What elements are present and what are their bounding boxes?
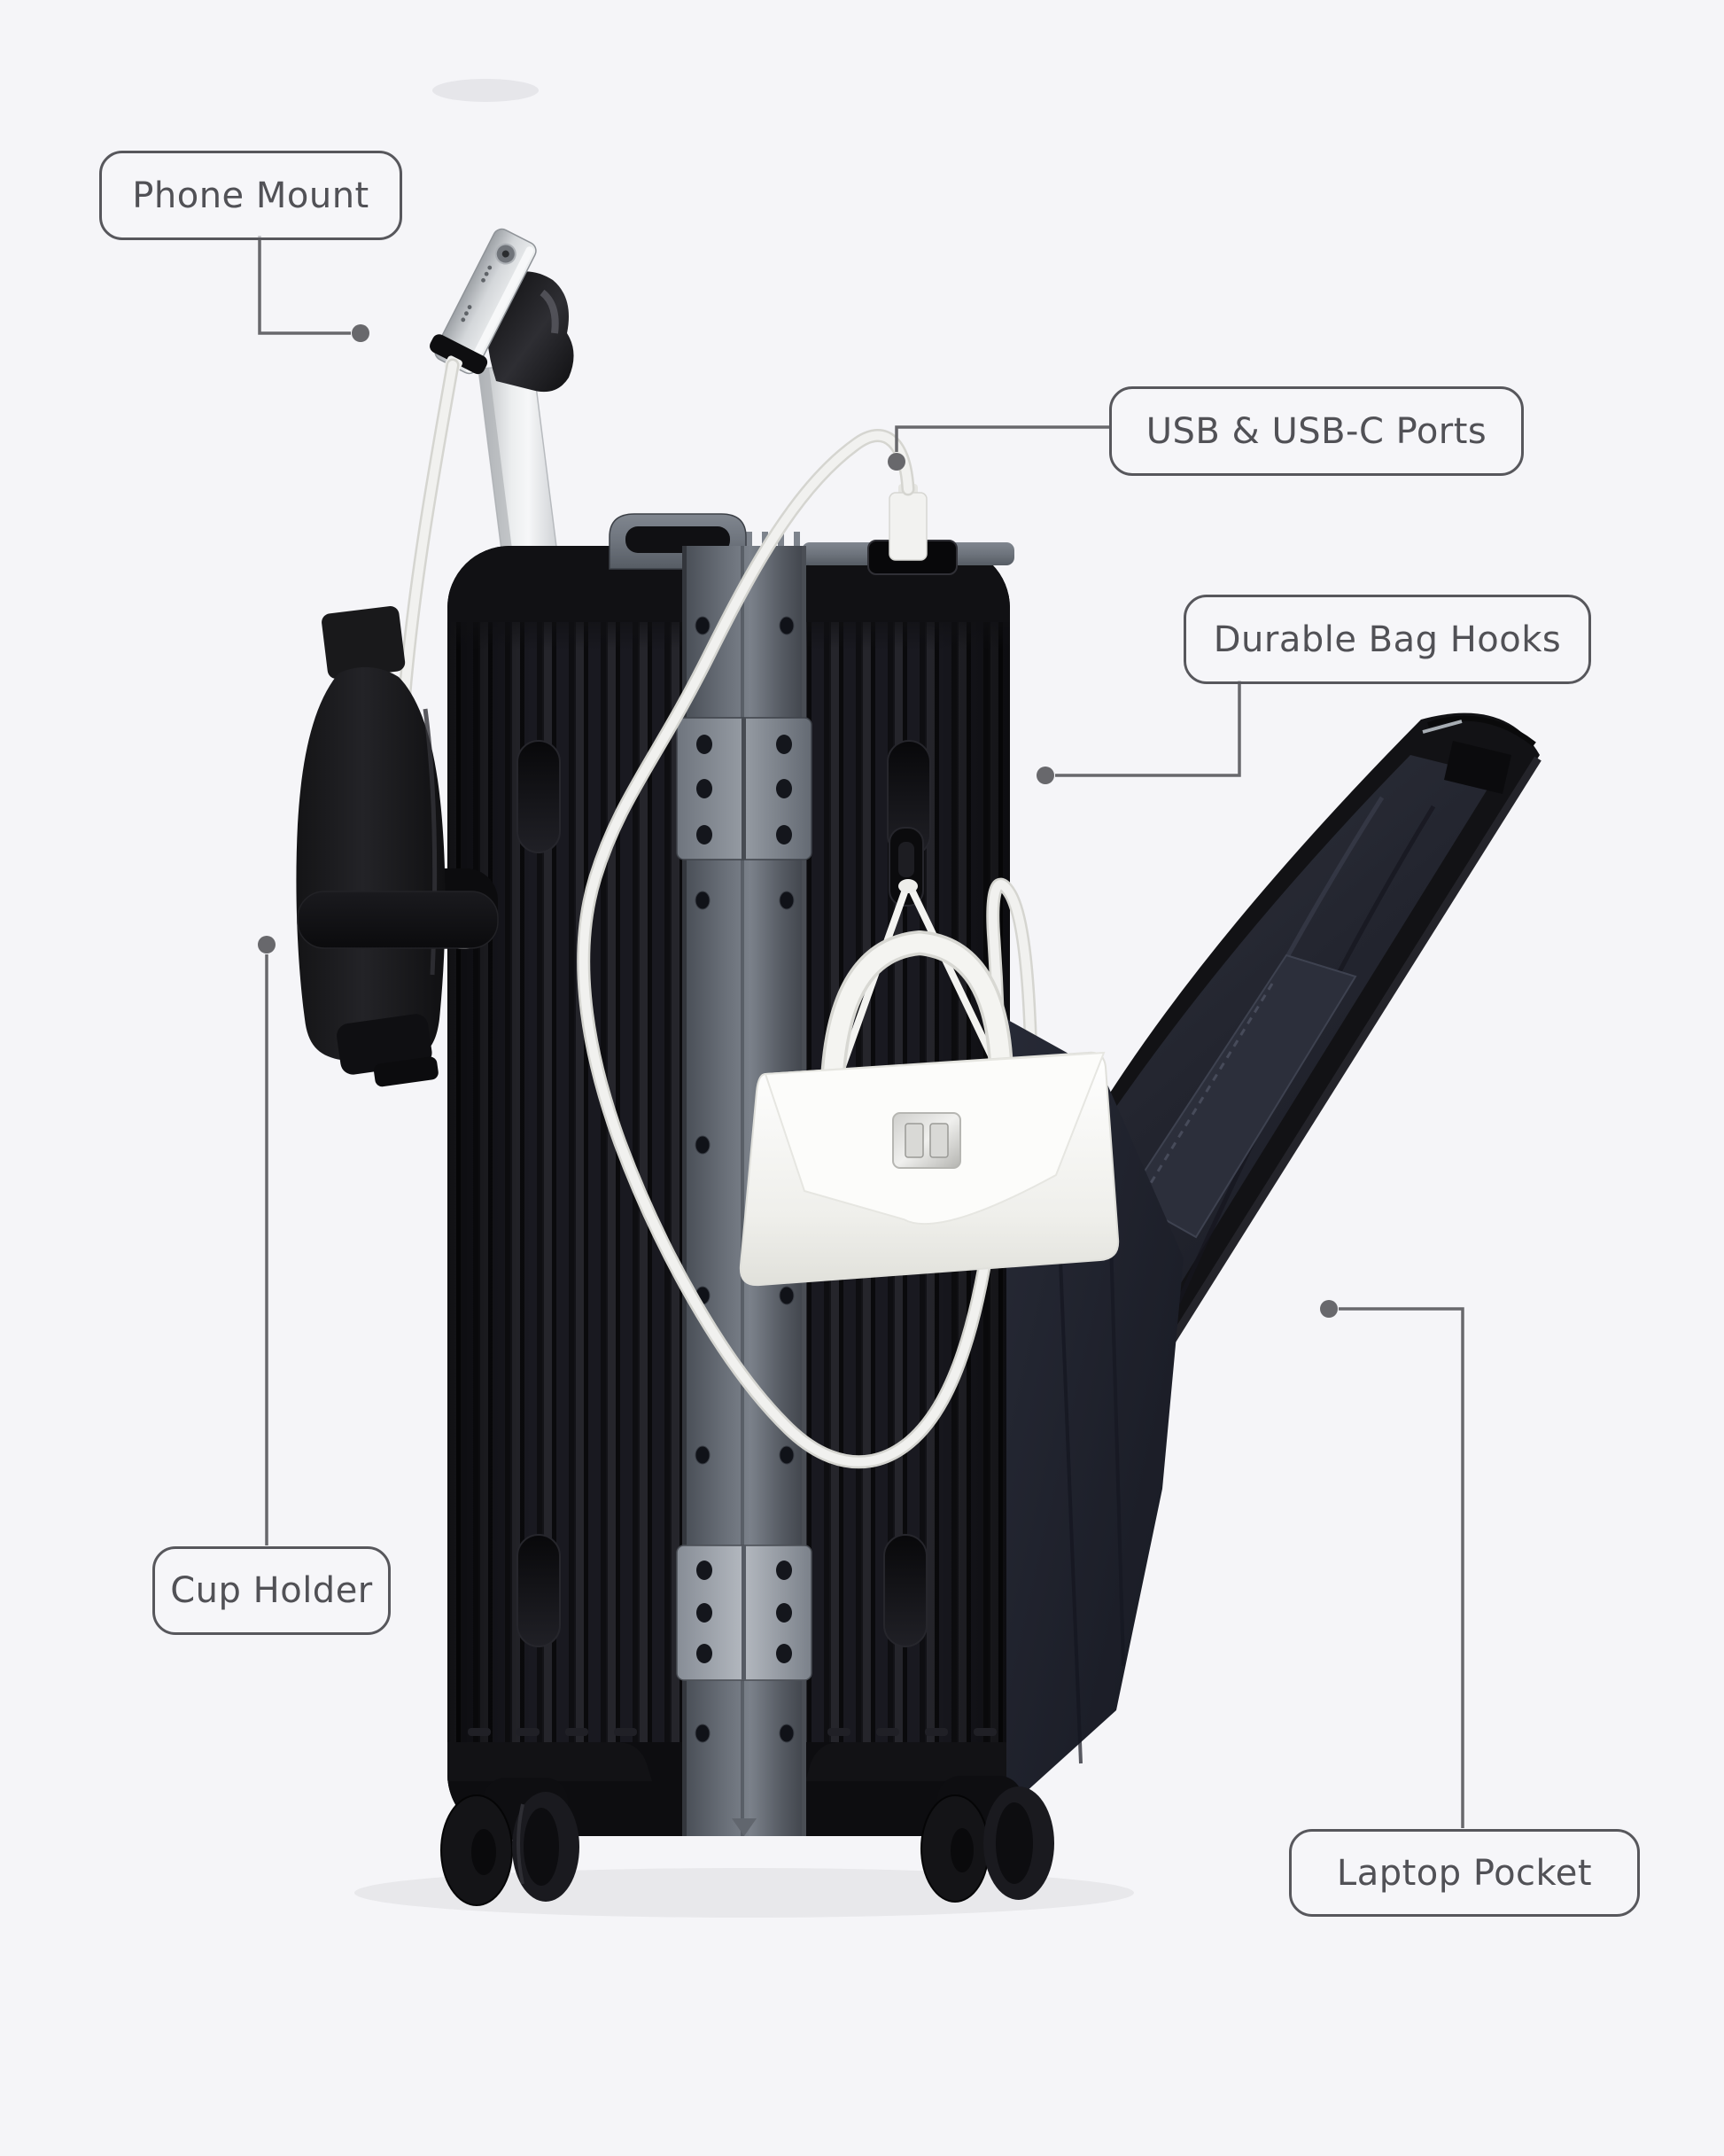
connector-usb-ports	[895, 425, 1109, 452]
callout-label: Durable Bag Hooks	[1213, 619, 1562, 660]
handbag-clasp	[892, 1112, 961, 1169]
callout-usb-ports: USB & USB-C Ports	[1109, 386, 1524, 476]
connector-dot	[352, 324, 369, 342]
charging-cable	[577, 429, 1038, 1469]
connector-dot	[888, 453, 905, 471]
callout-laptop-pocket: Laptop Pocket	[1289, 1829, 1640, 1917]
frame-hinge-upper	[676, 717, 812, 860]
connector-laptop-pocket	[1339, 1307, 1464, 1828]
callout-label: Phone Mount	[132, 175, 369, 216]
connector-bag-hooks	[1055, 681, 1241, 777]
handbag-straps	[836, 888, 1001, 1076]
connector-dot	[1320, 1300, 1338, 1318]
spinner-wheels	[440, 1776, 1054, 1906]
callout-connectors	[258, 236, 1464, 1828]
frame-hinge-lower	[676, 1545, 812, 1681]
callout-cup-holder: Cup Holder	[152, 1546, 391, 1635]
laptop-sleeve	[1125, 953, 1357, 1239]
callout-label: USB & USB-C Ports	[1145, 410, 1487, 452]
connector-dots	[258, 324, 1338, 1318]
connector-phone-mount	[258, 236, 351, 335]
lid-latch	[1422, 715, 1536, 794]
handbag	[739, 879, 1120, 1287]
shell-oval-recesses	[516, 740, 931, 1647]
callout-label: Cup Holder	[170, 1570, 373, 1611]
callout-label: Laptop Pocket	[1336, 1852, 1593, 1894]
cup-holder-ring	[297, 891, 499, 1087]
water-bottle	[296, 606, 446, 1062]
callout-phone-mount: Phone Mount	[99, 151, 402, 240]
connector-dot	[258, 936, 276, 953]
callout-bag-hooks: Durable Bag Hooks	[1184, 595, 1591, 684]
connector-dot	[1037, 767, 1054, 784]
top-shadow-smudge	[432, 79, 539, 102]
